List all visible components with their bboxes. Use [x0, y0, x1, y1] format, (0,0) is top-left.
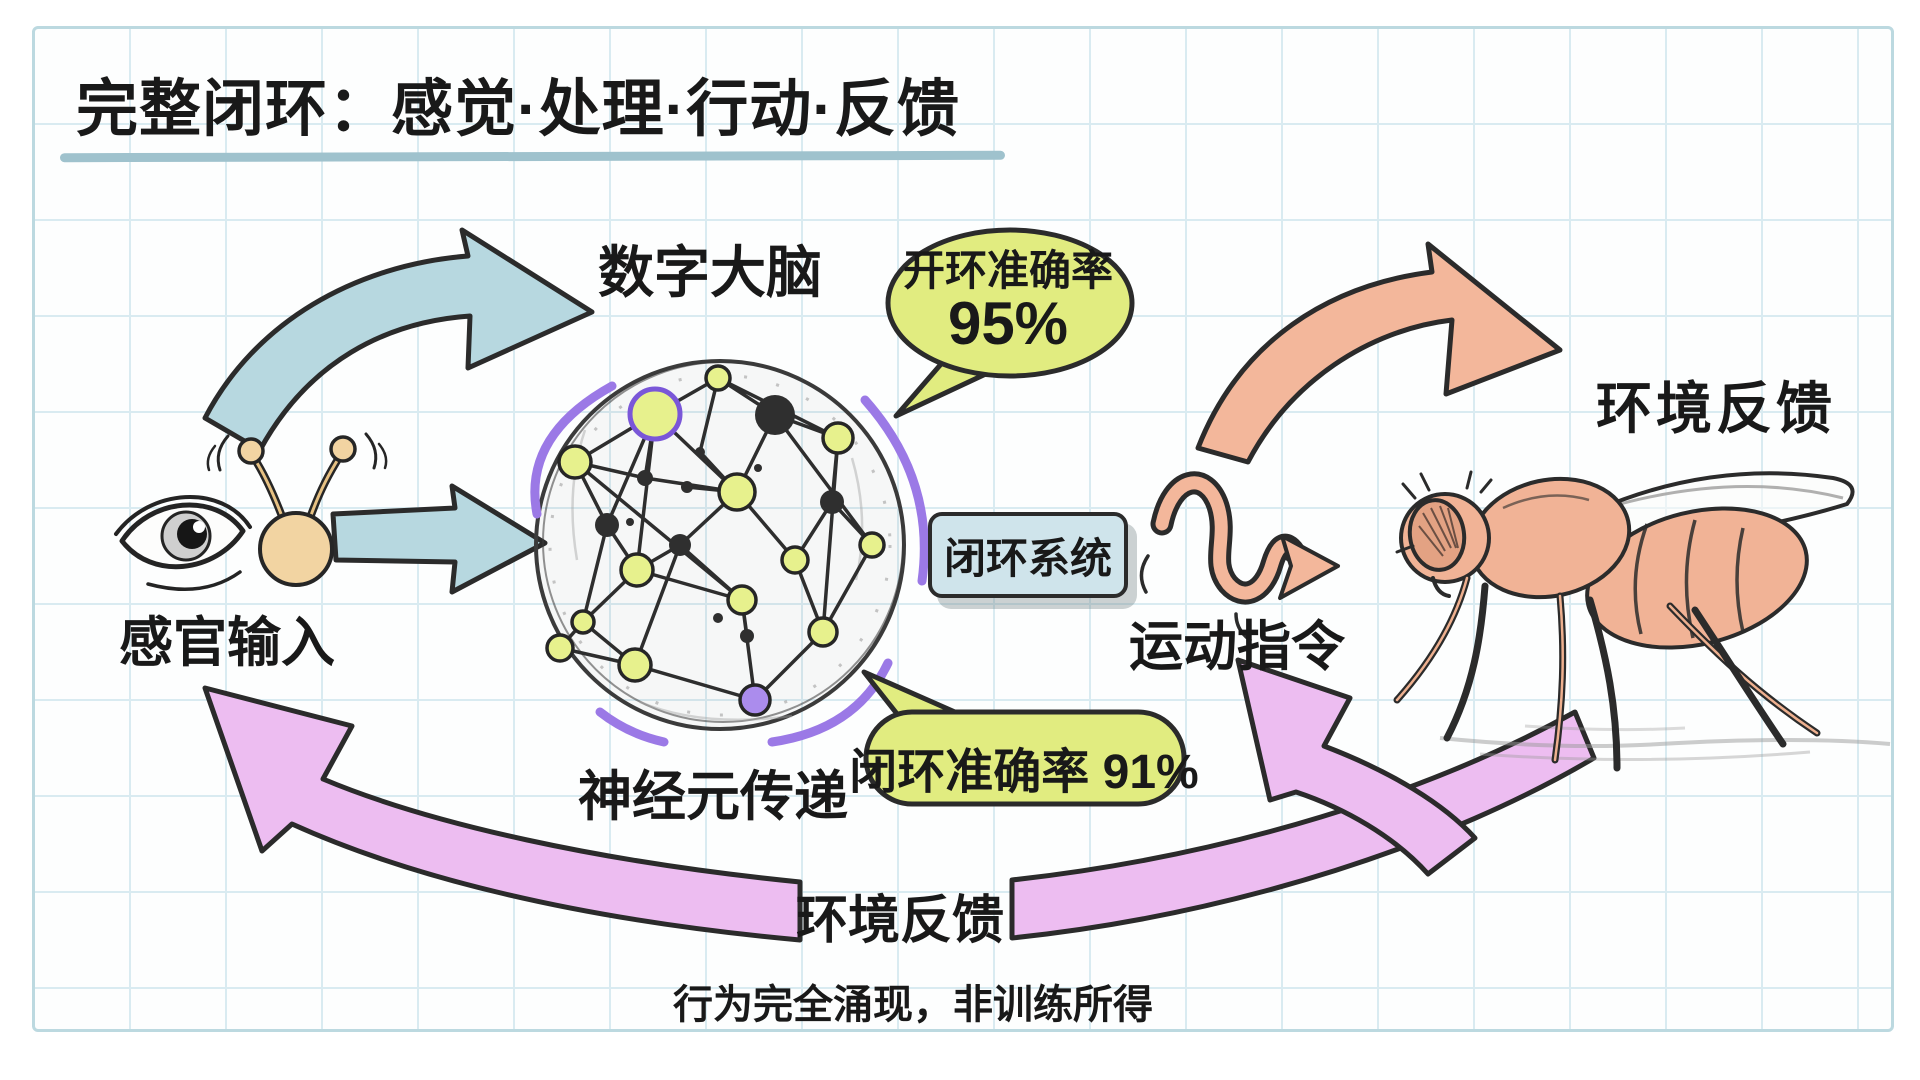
network-edges	[558, 376, 874, 702]
closed-loop-accuracy-text: 闭环准确率 91%	[849, 746, 1199, 799]
fly-icon	[1393, 470, 1891, 772]
environment-feedback-top-label: 环境反馈	[1596, 377, 1836, 440]
open-loop-accuracy-text: 开环准确率 95%	[902, 247, 1114, 357]
fly-legs	[1393, 574, 1821, 772]
feedback-arrow-branch	[1235, 657, 1478, 877]
page-title: 完整闭环：感觉·处理·行动·反馈	[76, 75, 960, 144]
antenna-icon	[206, 432, 388, 587]
closed-loop-system-box: 闭环系统	[928, 512, 1128, 598]
closed-loop-bubble	[861, 669, 1187, 807]
neuron-transmission-label: 神经元传递	[578, 767, 848, 827]
motor-command-label: 运动指令	[1129, 617, 1345, 677]
arrow-motor-to-env	[1195, 241, 1563, 465]
network-yellow-nodes	[545, 364, 886, 683]
sensory-input-label: 感官输入	[119, 613, 335, 673]
purple-arc-accents	[530, 381, 929, 747]
neural-network-icon	[530, 359, 929, 747]
open-loop-bubble	[885, 227, 1135, 419]
squiggle-arrow	[1139, 471, 1340, 642]
environment-feedback-bottom-label: 环境反馈	[795, 892, 1005, 950]
footer-note: 行为完全涌现，非训练所得	[673, 983, 1153, 1027]
network-purple-node	[738, 683, 772, 717]
open-loop-accuracy-label: 开环准确率	[902, 247, 1114, 294]
eye-icon	[114, 495, 252, 592]
network-dark-nodes	[595, 395, 844, 643]
digital-brain-label: 数字大脑	[598, 241, 822, 304]
arrow-sensor-to-brain	[202, 227, 595, 453]
network-hub-node	[627, 386, 683, 442]
arrow-input	[330, 483, 548, 595]
open-loop-accuracy-value: 95%	[947, 289, 1069, 357]
